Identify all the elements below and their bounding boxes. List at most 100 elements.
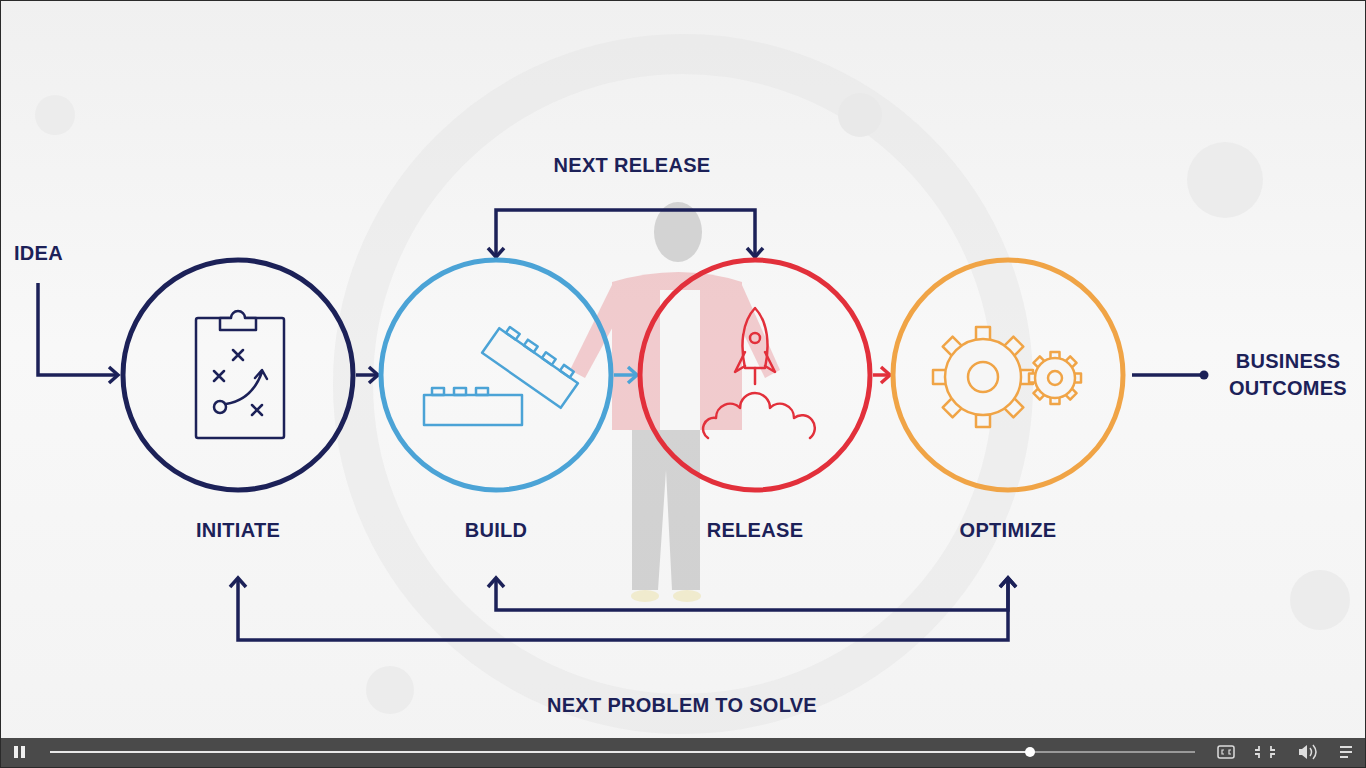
connector-line bbox=[238, 578, 1008, 640]
gear-hub bbox=[968, 362, 998, 392]
connector bbox=[230, 578, 1016, 640]
output-label: BUSINESS OUTCOMES bbox=[1213, 348, 1363, 402]
play-circle bbox=[214, 401, 226, 413]
brick-stud bbox=[432, 388, 444, 395]
background-rings bbox=[35, 54, 1350, 714]
video-controls bbox=[0, 738, 1366, 768]
brick-stud bbox=[560, 365, 574, 378]
arrow-head bbox=[369, 367, 378, 383]
exit-fullscreen-icon bbox=[1255, 746, 1275, 758]
circle-ring bbox=[381, 260, 611, 490]
connector bbox=[356, 367, 378, 383]
arrow-head bbox=[1000, 578, 1016, 587]
outcome-line bbox=[1132, 371, 1209, 380]
captions-icon bbox=[1218, 746, 1234, 758]
menu-icon bbox=[1340, 747, 1352, 757]
progress-knob bbox=[1025, 747, 1035, 757]
control-bar bbox=[0, 738, 1366, 768]
connector-line bbox=[496, 210, 755, 257]
circle-outline bbox=[890, 257, 1126, 493]
circle-outline bbox=[637, 257, 873, 493]
arrow-head bbox=[747, 248, 763, 257]
label-holder: NEXT PROBLEM TO SOLVE bbox=[547, 693, 817, 717]
gear-rim bbox=[945, 339, 1021, 415]
bg-dot bbox=[35, 95, 75, 135]
connector bbox=[488, 210, 763, 257]
brick bbox=[482, 328, 578, 408]
arrow-head bbox=[230, 578, 246, 587]
label-holder: NEXT RELEASE bbox=[554, 153, 711, 177]
rocket-icon bbox=[703, 308, 815, 438]
bg-dot bbox=[838, 93, 882, 137]
gears-icon bbox=[933, 327, 1081, 427]
bg-dot bbox=[1187, 142, 1263, 218]
clipboard-clip bbox=[220, 311, 256, 330]
progress-played bbox=[50, 751, 1030, 753]
process-circle: INITIATE bbox=[120, 257, 356, 578]
edge-label: NEXT PROBLEM TO SOLVE bbox=[547, 693, 817, 717]
outcome-dot bbox=[1200, 371, 1209, 380]
gear-rim bbox=[1035, 358, 1075, 398]
clipboard-board bbox=[196, 318, 284, 438]
gear-hub bbox=[1048, 371, 1062, 385]
rocket-smoke bbox=[703, 393, 815, 438]
connector bbox=[488, 578, 1016, 610]
circle-ring bbox=[893, 260, 1123, 490]
bg-dot bbox=[366, 666, 414, 714]
bg-ring bbox=[353, 54, 1013, 714]
process-circle: BUILD bbox=[378, 257, 614, 578]
play-marks bbox=[214, 350, 262, 415]
brick bbox=[424, 395, 522, 425]
connector-line bbox=[496, 578, 1008, 610]
brick-stud bbox=[506, 327, 520, 340]
person-foot bbox=[631, 590, 659, 602]
play-curve bbox=[226, 370, 267, 404]
progress-track bbox=[50, 751, 1195, 753]
rocket-fins bbox=[735, 352, 775, 384]
pause-bar bbox=[21, 746, 25, 758]
stage-label: INITIATE bbox=[120, 518, 356, 542]
brick-stud bbox=[476, 388, 488, 395]
brick-stud bbox=[542, 352, 556, 365]
arrow-head bbox=[109, 367, 118, 383]
person-foot bbox=[673, 590, 701, 602]
clipboard-icon bbox=[196, 311, 284, 438]
rocket-body bbox=[742, 308, 767, 368]
idea-arrow bbox=[38, 283, 118, 383]
captions-marks bbox=[1222, 750, 1231, 754]
process-circle: OPTIMIZE bbox=[890, 257, 1126, 578]
circle-ring bbox=[123, 260, 353, 490]
volume-waves bbox=[1310, 745, 1316, 759]
brick-icon bbox=[424, 322, 582, 425]
arrow-head bbox=[488, 578, 504, 587]
stage-label: BUILD bbox=[378, 518, 614, 542]
process-circle: RELEASE bbox=[637, 257, 873, 578]
edge-label: NEXT RELEASE bbox=[554, 153, 711, 177]
label-holder: IDEA bbox=[14, 241, 63, 265]
bg-dot bbox=[1290, 570, 1350, 630]
input-label: IDEA bbox=[14, 241, 63, 265]
circle-outline bbox=[120, 257, 356, 493]
outcome-leader bbox=[1132, 373, 1203, 377]
arrow-head bbox=[488, 248, 504, 257]
arrow-head bbox=[881, 367, 890, 383]
tilted-brick bbox=[482, 322, 582, 407]
circle-ring bbox=[640, 260, 870, 490]
person-shirt bbox=[660, 290, 700, 430]
idea-line bbox=[38, 283, 118, 375]
arrow-head bbox=[628, 367, 637, 383]
brick-stud bbox=[454, 388, 466, 395]
rocket-window bbox=[750, 333, 760, 343]
stage-label: RELEASE bbox=[637, 518, 873, 542]
label-holder: BUSINESS OUTCOMES bbox=[1213, 348, 1363, 402]
pause-bar bbox=[14, 746, 18, 758]
stage-label: OPTIMIZE bbox=[890, 518, 1126, 542]
connector bbox=[614, 367, 637, 383]
connector bbox=[873, 367, 890, 383]
person-pants bbox=[632, 430, 700, 590]
circle-outline bbox=[378, 257, 614, 493]
